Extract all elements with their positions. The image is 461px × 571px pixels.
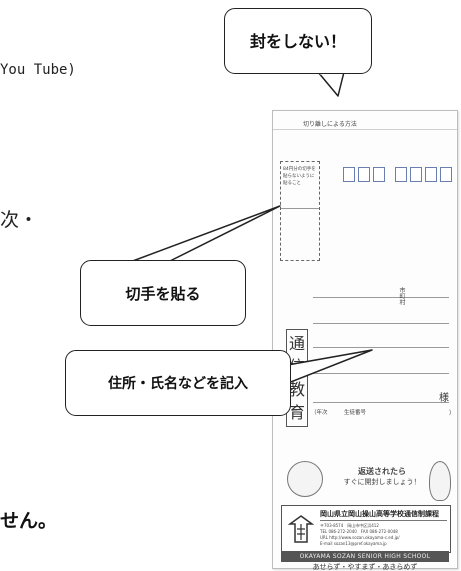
address-line [313, 402, 449, 403]
stamp-callout-pointer [129, 205, 281, 263]
grade-student-number-label: （年次 生徒番号 [311, 410, 367, 416]
postal-code-boxes [343, 167, 452, 182]
address-line [313, 347, 449, 348]
address-line [313, 297, 449, 298]
return-envelope: 切り離しによる方法 84円分の切手を貼らないように貼ること 市町村 通 信 教 … [272, 110, 458, 571]
address-line [313, 323, 449, 324]
honorific-sama: 様 [439, 393, 449, 404]
school-address-line: TEL 086-272-2040 FAX 086-272-0048 [320, 529, 398, 534]
city-label: 市町村 [398, 287, 405, 305]
address-line [313, 373, 449, 374]
callout-do-not-seal: 封をしない！ [224, 8, 372, 74]
school-address-line: URL http://www.sozan.okayama-c.ed.jp/ [320, 535, 400, 540]
school-motto: あせらず・やすまず・あきらめず [312, 563, 418, 571]
rabbit-mascot-icon [429, 461, 451, 501]
grade-close-paren: ） [449, 410, 456, 417]
return-text-line2: すぐに開封しましょう！ [343, 478, 421, 486]
school-address-line: E-mail sozan13@pref.okayama.jp [320, 541, 387, 546]
postal-code-box [440, 167, 452, 182]
mascot-left-icon [287, 461, 323, 497]
text-fragment-tsugi: 次・ [0, 209, 39, 231]
school-name: 岡山県立岡山操山高等学校通信制課程 [320, 510, 439, 518]
postal-code-box [425, 167, 437, 182]
tsushin-char: 育 [288, 403, 305, 422]
school-address-box: 岡山県立岡山操山高等学校通信制課程 〒703-8574 岡山市中区浜412 TE… [281, 505, 451, 553]
school-english-name: OKAYAMA SOZAN SENIOR HIGH SCHOOL [281, 551, 449, 562]
seal-callout-tail [317, 71, 345, 97]
school-emblem-icon [287, 514, 315, 544]
school-address-line: 〒703-8574 岡山市中区浜412 [320, 523, 379, 528]
callout-affix-stamp: 切手を貼る [80, 260, 246, 326]
postal-code-box [343, 167, 355, 182]
stamp-divider [281, 208, 319, 210]
callout-write-address: 住所・氏名などを記入 [65, 350, 291, 416]
text-fragment-youtube: You Tube) [0, 62, 76, 78]
return-text-line1: 返送されたら [358, 467, 406, 476]
school-divider [320, 520, 447, 522]
envelope-flap [273, 111, 457, 130]
school-address: 〒703-8574 岡山市中区浜412 TEL 086-272-2040 FAX… [320, 523, 448, 547]
postal-code-box [410, 167, 422, 182]
stamp-area: 84円分の切手を貼らないように貼ること [280, 161, 320, 261]
return-instruction: 返送されたら すぐに開封しましょう！ [337, 466, 427, 488]
postal-code-box [373, 167, 385, 182]
postal-code-box [395, 167, 407, 182]
tsushin-char: 通 [288, 334, 305, 353]
text-fragment-masen: せん。 [0, 510, 58, 532]
postal-code-box [358, 167, 370, 182]
stamp-note: 84円分の切手を貼らないように貼ること [283, 167, 316, 186]
envelope-header-text: 切り離しによる方法 [303, 121, 357, 128]
